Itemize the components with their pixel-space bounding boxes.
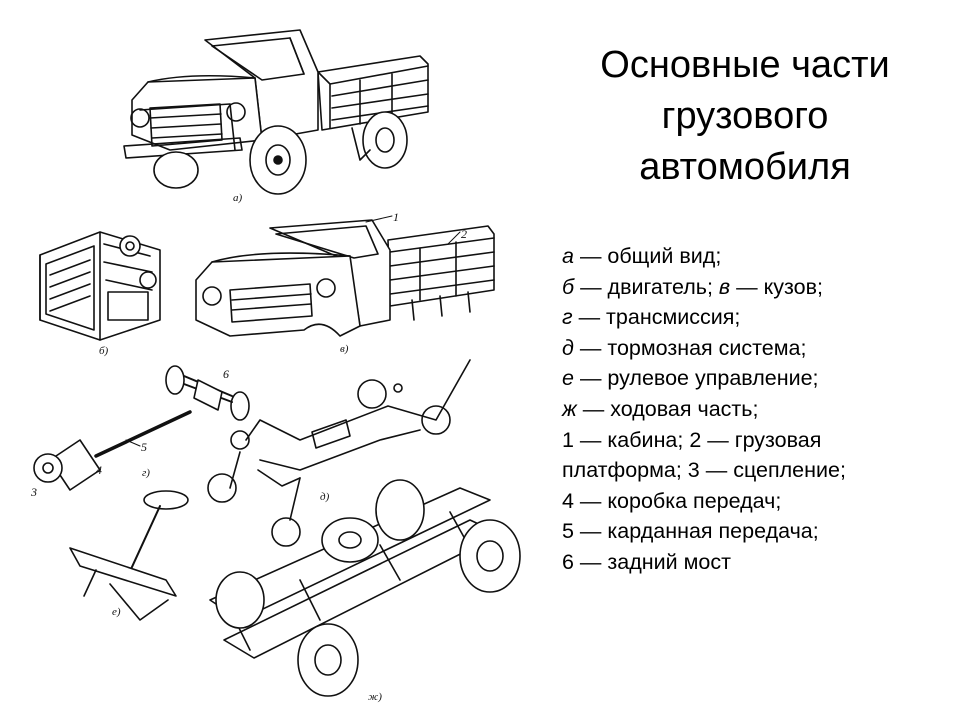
body-drawing (195, 219, 495, 337)
label-6: 6 (223, 367, 229, 381)
label-3: 3 (30, 485, 37, 499)
brake-system-drawing (207, 359, 471, 547)
label-4: 4 (96, 463, 102, 477)
figure-label-g: г) (142, 467, 150, 479)
legend-line: 6 — задний мост (562, 549, 731, 574)
parts-legend: а — общий вид; б — двигатель; в — кузов;… (562, 241, 952, 578)
figure-label-e: е) (112, 606, 121, 618)
figure-label-v: в) (340, 343, 349, 355)
steering-drawing (69, 490, 189, 621)
legend-line: 4 — коробка передач; (562, 488, 782, 513)
title-line-2: грузового (661, 95, 829, 137)
truck-general-view (123, 29, 429, 195)
figure-label-zh: ж) (368, 691, 382, 703)
chassis-drawing (209, 479, 521, 697)
label-5: 5 (141, 440, 147, 454)
legend-line: а — общий вид; (562, 244, 722, 268)
figure-label-b: б) (99, 345, 109, 357)
truck-parts-illustration: а) б) в) 1 2 (30, 29, 521, 703)
legend-line: 1 — кабина; 2 — грузовая (562, 427, 822, 452)
legend-line: е — рулевое управление; (562, 366, 819, 391)
legend-line: д — тормозная система; (562, 335, 807, 360)
engine-drawing (39, 231, 161, 341)
legend-line: б — двигатель; в — кузов; (562, 274, 823, 299)
legend-line: ж — ходовая часть; (562, 396, 759, 421)
legend-line: 5 — карданная передача; (562, 519, 819, 544)
legend-line: г — трансмиссия; (562, 305, 741, 330)
figure-label-a: а) (233, 192, 243, 204)
label-2: 2 (461, 227, 467, 241)
legend-line: платформа; 3 — сцепление; (562, 458, 846, 483)
transmission-drawing (33, 365, 250, 491)
slide-title: Основные части грузового автомобиля (545, 40, 945, 193)
title-line-1: Основные части (600, 44, 890, 86)
figure-label-d: д) (320, 491, 330, 503)
title-line-3: автомобиля (639, 146, 851, 188)
label-1: 1 (393, 210, 399, 224)
